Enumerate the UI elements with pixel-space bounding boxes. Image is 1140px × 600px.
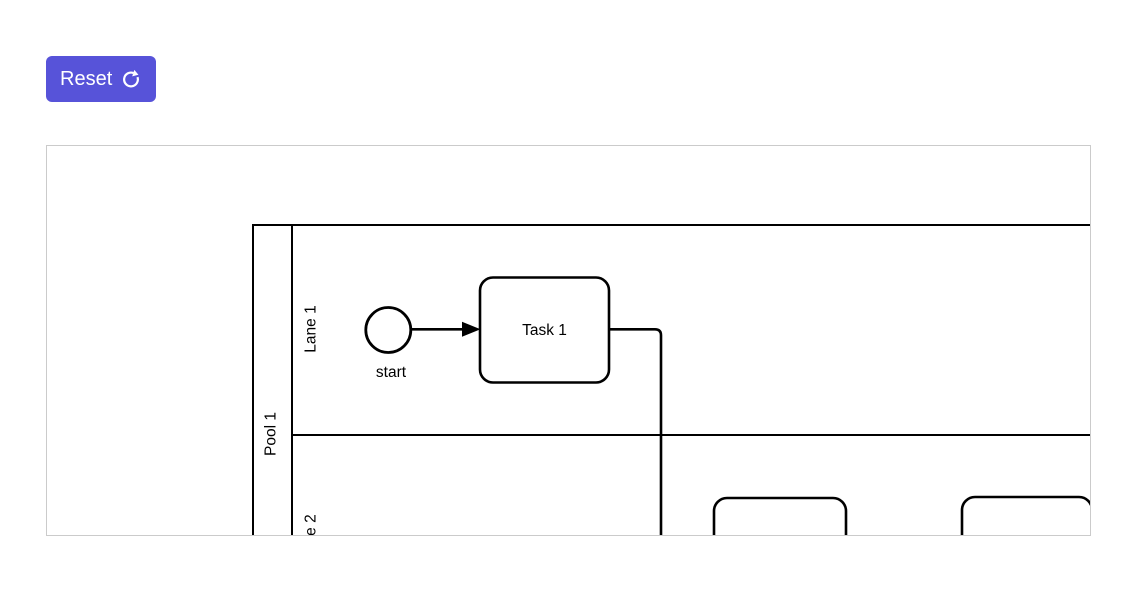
bpmn-diagram: Pool 1 Lane 1 Lane 2 start Task 1: [252, 224, 1090, 535]
start-event-label[interactable]: start: [376, 364, 407, 381]
reset-button[interactable]: Reset: [46, 56, 157, 102]
sequence-flow-start-to-task1[interactable]: [412, 321, 481, 337]
reset-button-label: Reset: [60, 68, 113, 90]
refresh-icon: [123, 69, 140, 88]
lane-2-label[interactable]: Lane 2: [303, 514, 320, 535]
diagram-canvas[interactable]: Pool 1 Lane 1 Lane 2 start Task 1: [46, 145, 1091, 536]
task-partial-left[interactable]: [712, 496, 848, 535]
task-1-label[interactable]: Task 1: [522, 322, 567, 339]
pool-label[interactable]: Pool 1: [263, 412, 280, 456]
task-partial-right[interactable]: [960, 495, 1090, 535]
arrowhead-icon: [462, 321, 481, 337]
sequence-flow-task1-down[interactable]: [609, 328, 663, 535]
start-event[interactable]: [364, 306, 413, 354]
lane-1-label[interactable]: Lane 1: [303, 305, 320, 352]
pool-participant[interactable]: [252, 224, 1090, 535]
